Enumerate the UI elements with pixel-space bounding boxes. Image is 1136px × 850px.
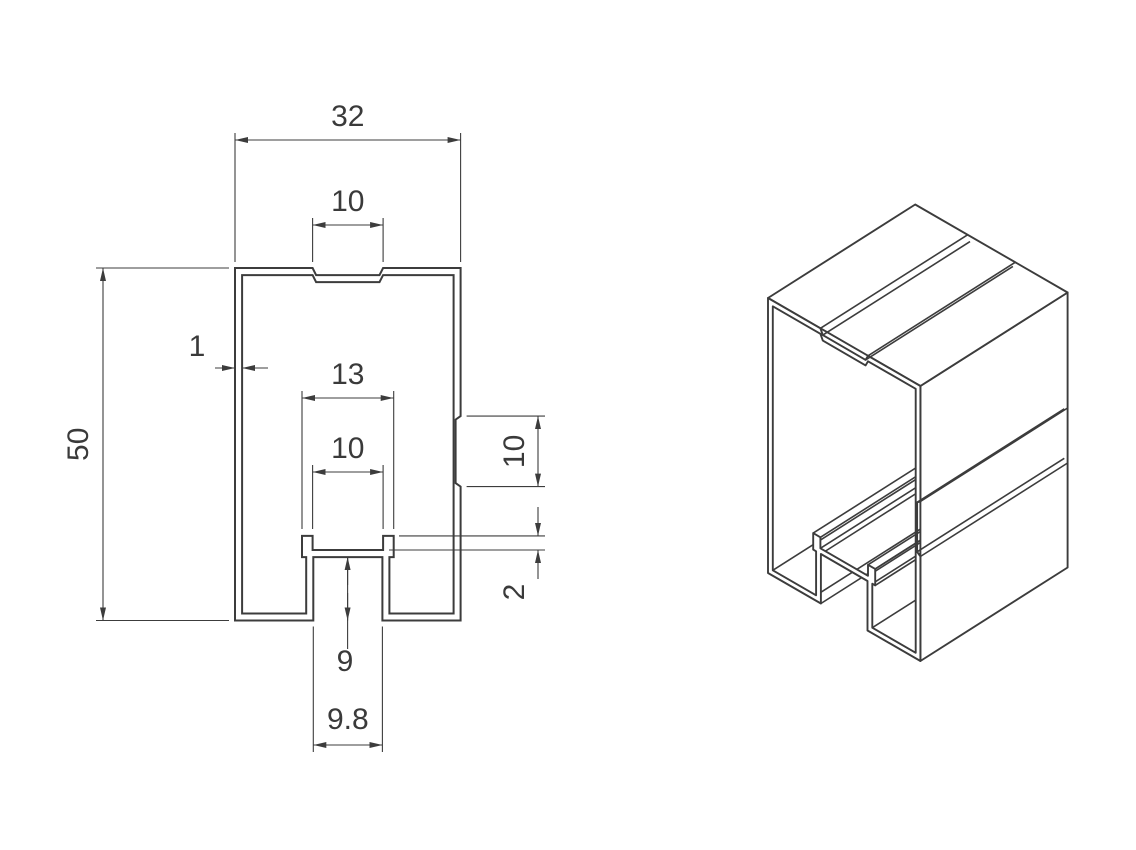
isometric-view (767, 203, 1069, 662)
dim-bottom-slot-depth: 9 (337, 557, 354, 678)
dim-text-bottom-slot-width: 9.8 (327, 703, 369, 736)
iso-top-groove-edge (867, 261, 1016, 357)
dim-channel-outer-width: 13 (301, 358, 395, 529)
cross-section-view: 32 10 1 50 13 10 (62, 100, 545, 752)
section-inner-outline (241, 274, 455, 615)
iso-top-groove-edge (819, 234, 969, 329)
dim-text-lip-height: 2 (498, 584, 531, 601)
dim-channel-inner-width: 10 (312, 432, 384, 529)
iso-top-groove-edge (822, 240, 971, 336)
iso-side-groove-edge (919, 407, 1069, 503)
iso-top-groove-edge (865, 265, 1014, 361)
iso-side-groove-edge (916, 408, 1065, 503)
dim-wall-thickness: 1 (189, 330, 268, 371)
iso-interior-edge (772, 476, 921, 571)
dim-top-slot-width: 10 (312, 185, 384, 262)
section-outer-outline (234, 267, 462, 622)
dim-text-wall-thickness: 1 (189, 330, 206, 363)
dim-bottom-slot-width: 9.8 (312, 626, 383, 752)
dim-text-overall-width: 32 (331, 100, 364, 133)
dim-text-overall-height: 50 (62, 428, 95, 461)
iso-side-groove-edge (916, 457, 1065, 553)
dim-text-channel-inner-width: 10 (331, 432, 364, 465)
dim-text-bottom-slot-depth: 9 (337, 645, 354, 678)
dim-text-top-slot-width: 10 (331, 185, 364, 218)
dim-lip-height: 2 (389, 507, 545, 600)
dim-text-channel-outer-width: 13 (331, 358, 364, 391)
dim-overall-height: 50 (62, 267, 229, 622)
dim-overall-width: 32 (234, 100, 462, 262)
iso-side-groove-edge (919, 462, 1069, 558)
dim-side-groove-height: 10 (466, 415, 545, 488)
dim-text-side-groove-height: 10 (498, 435, 531, 468)
